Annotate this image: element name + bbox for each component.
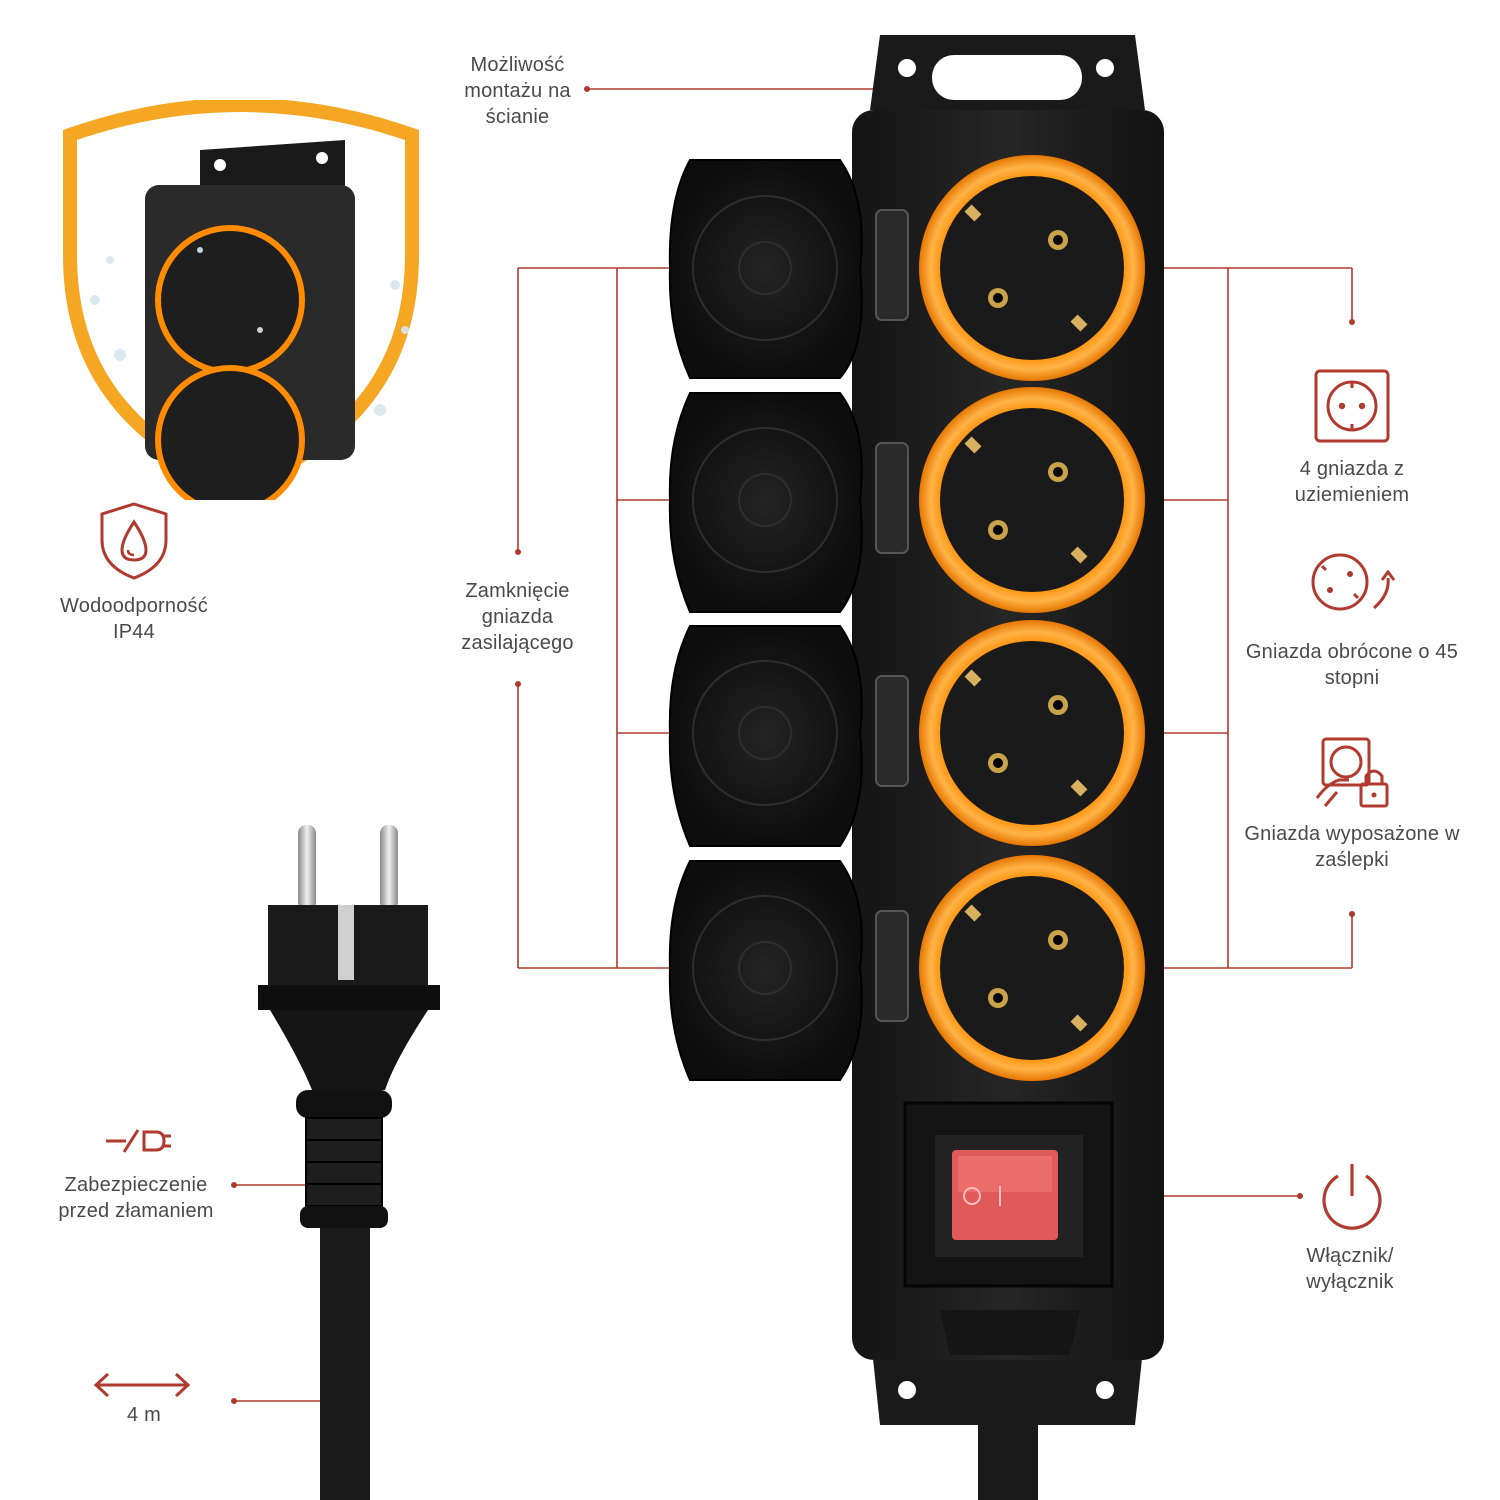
socket-row	[668, 155, 1145, 1081]
wall-mount-label: Możliwość montażu na ścianie	[464, 54, 571, 128]
schuko-socket-icon	[1314, 369, 1390, 443]
grounded-label: 4 gniazda z uziemieniem	[1294, 458, 1410, 506]
power-strip-illustration	[668, 35, 1164, 1500]
plug-illustration	[258, 825, 440, 1500]
rotated-socket-icon	[1311, 553, 1396, 611]
rotated-label: Gniazda obrócone o 45 stopni	[1245, 641, 1459, 689]
waterproof-shield-illustration	[63, 100, 419, 500]
outlet-cover-label: Zamknięcie gniazda zasilającego	[461, 580, 574, 654]
double-arrow-icon	[93, 1372, 191, 1398]
cable-length-label: 4 m	[127, 1404, 161, 1426]
water-drop-shield-icon	[100, 502, 168, 580]
power-icon	[1322, 1164, 1382, 1230]
shutters-label: Gniazda wyposażone w zaślepki	[1244, 823, 1460, 871]
child-lock-socket-icon	[1315, 737, 1389, 808]
bend-protection-label: Zabezpieczenie przed złamaniem	[58, 1174, 214, 1222]
waterproof-label: Wodoodporność IP44	[60, 595, 208, 643]
switch-label: Włącznik/ wyłącznik	[1306, 1245, 1394, 1293]
broken-plug-icon	[106, 1129, 171, 1153]
